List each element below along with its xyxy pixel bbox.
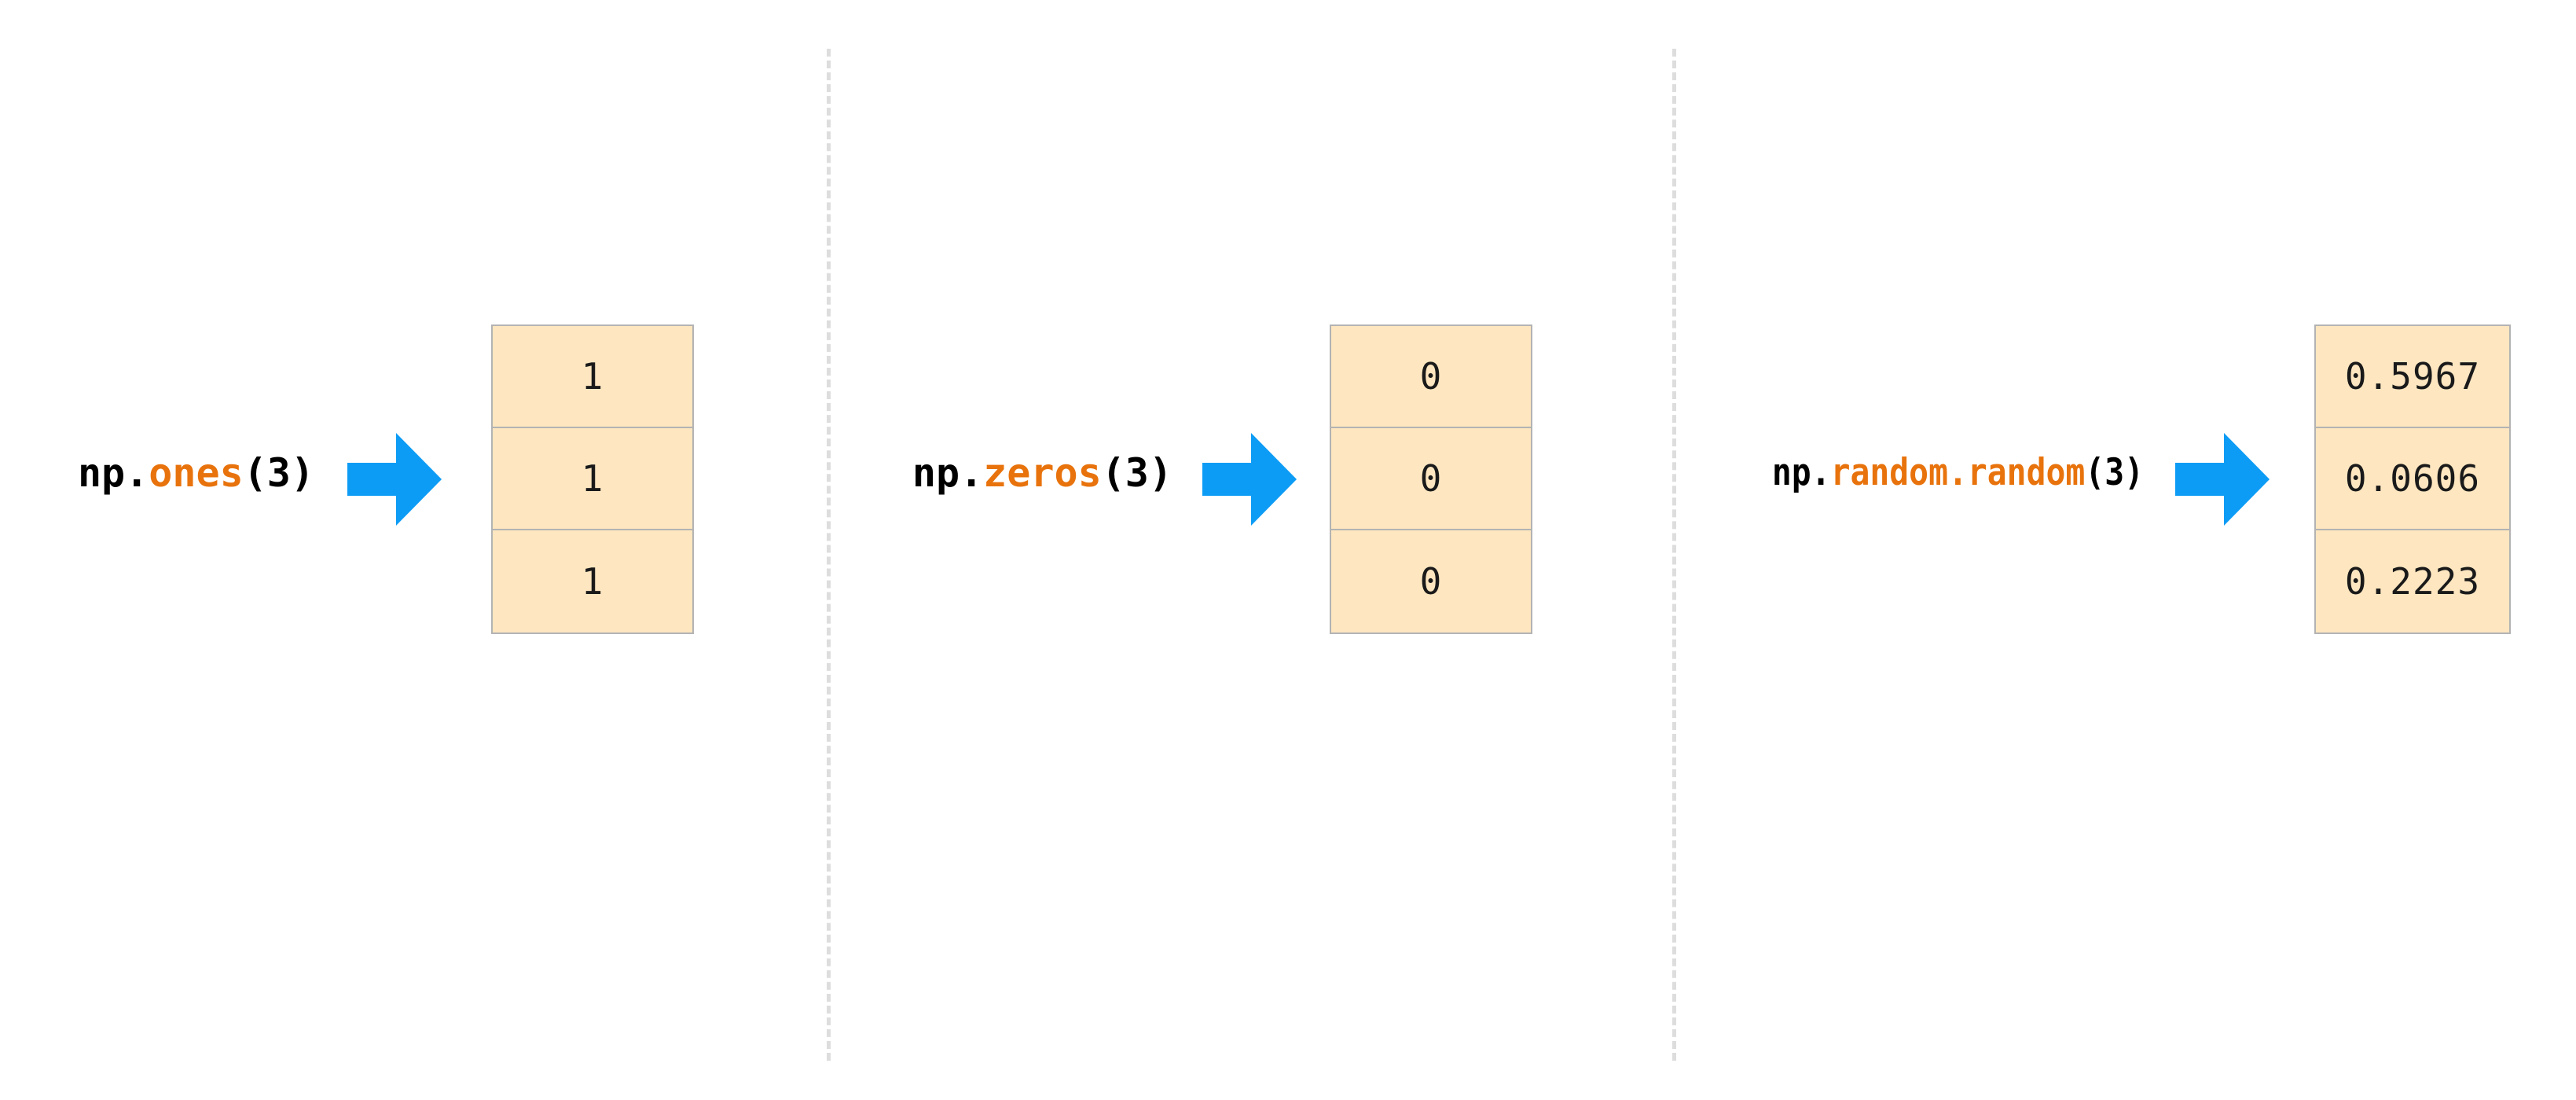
right-arrow-icon-random-random (2175, 433, 2270, 526)
array-cell: 1 (493, 428, 692, 530)
panel-zeros: np.zeros(3) 0 0 0 (827, 0, 1672, 1100)
array-cell: 0.0606 (2316, 428, 2509, 530)
code-label-ones: np.ones(3) (0, 449, 314, 497)
code-function-random-random: random.random (1830, 451, 2086, 494)
code-args-zeros: (3) (1101, 450, 1172, 496)
code-args-ones: (3) (243, 450, 314, 496)
code-args-random-random: (3) (2085, 451, 2144, 494)
array-cell: 0.2223 (2316, 530, 2509, 632)
array-random-random: 0.5967 0.0606 0.2223 (2314, 324, 2511, 634)
code-function-ones: ones (149, 450, 244, 496)
array-cell: 0 (1331, 530, 1531, 632)
array-cell: 0 (1331, 428, 1531, 530)
panel-divider-2 (1672, 49, 1676, 1061)
array-cell: 1 (493, 530, 692, 632)
code-label-random-random: np.random.random(3) (1749, 449, 2144, 497)
code-module-random-random: np. (1771, 451, 1831, 494)
right-arrow-icon-zeros (1202, 433, 1297, 526)
array-cell: 0.5967 (2316, 326, 2509, 428)
array-cell: 1 (493, 326, 692, 428)
array-ones: 1 1 1 (491, 324, 694, 634)
code-function-zeros: zeros (983, 450, 1102, 496)
panel-divider-1 (827, 49, 831, 1061)
array-cell: 0 (1331, 326, 1531, 428)
panel-ones: np.ones(3) 1 1 1 (0, 0, 827, 1100)
code-module-zeros: np. (912, 450, 984, 496)
array-zeros: 0 0 0 (1330, 324, 1532, 634)
code-label-zeros: np.zeros(3) (874, 449, 1172, 497)
panel-random-random: np.random.random(3) 0.5967 0.0606 0.2223 (1672, 0, 2576, 1100)
code-module-ones: np. (77, 450, 149, 496)
right-arrow-icon-ones (347, 433, 442, 526)
